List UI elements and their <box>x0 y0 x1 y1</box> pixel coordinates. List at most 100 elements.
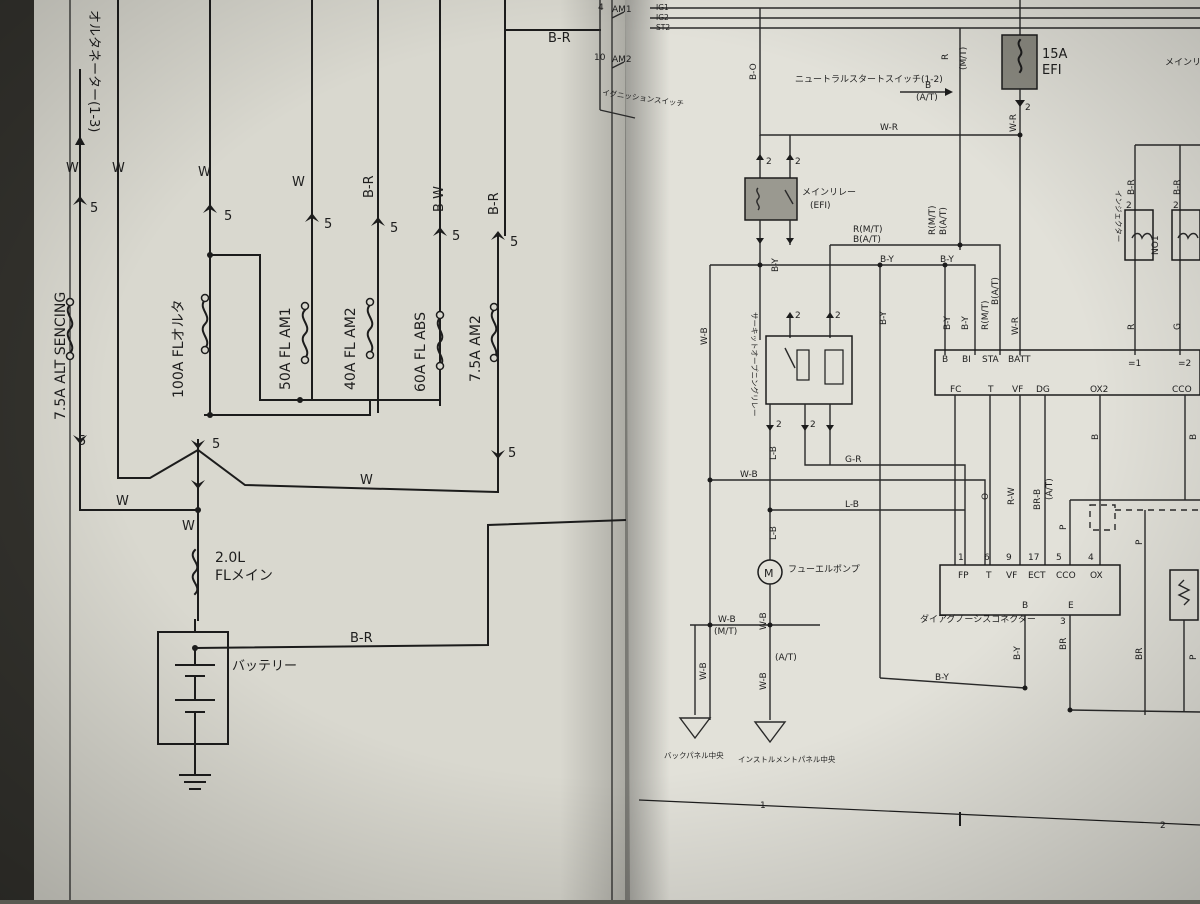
ground-2-label: インストルメントパネル中央 <box>738 754 836 764</box>
pin-number: 5 <box>78 434 86 449</box>
ecu-term-bi: BI <box>962 355 971 365</box>
ecu-term-batt: BATT <box>1008 355 1031 365</box>
junction-dot <box>707 622 713 628</box>
wire-color-rmt: R(M/T) <box>853 225 883 235</box>
diag-lower-b: B <box>1022 601 1028 611</box>
junction-dot <box>192 645 198 651</box>
ecu-term-b: B <box>942 355 948 365</box>
junction-dot <box>297 397 303 403</box>
fuse-terminal <box>300 301 310 311</box>
wire-color-bat: B(A/T) <box>853 235 881 245</box>
pin-number: 2 <box>795 157 801 167</box>
ign-pin: 10 <box>594 53 606 63</box>
wire-color-by: B-Y <box>935 673 949 683</box>
junction-dot <box>207 412 213 418</box>
injector-no1-label: NO1 <box>1151 235 1161 255</box>
wire-color-br: BR <box>1059 638 1069 650</box>
page-number-1: 1 <box>760 801 766 811</box>
ign-term-am1: AM1 <box>612 5 632 15</box>
rail-label-st2: ST2 <box>656 23 670 32</box>
fuse-terminal <box>435 310 445 320</box>
pin-number: 2 <box>795 311 801 321</box>
ecu-side-2: =2 <box>1178 359 1191 369</box>
wire-color-wr: W-R <box>1009 114 1019 132</box>
wire-color-by: B-Y <box>943 316 953 330</box>
junction-dot <box>707 477 713 483</box>
rail-label-ig2: IG2 <box>656 13 669 22</box>
neutral-switch-label: ニュートラルスタートスイッチ(1-2) <box>795 74 943 85</box>
wire-color-br: BR <box>1135 648 1145 660</box>
wire-color-br: B-R <box>487 192 502 215</box>
wire-color-wr: W-R <box>1011 317 1021 335</box>
junction-dot <box>1067 707 1073 713</box>
ecu-term-cco: CCO <box>1172 385 1192 395</box>
wire-color-p: P <box>1059 524 1069 530</box>
fuse-terminal <box>300 355 310 365</box>
wire-color-w: W <box>112 161 125 176</box>
wire-color-w: W <box>292 175 305 190</box>
wire-color-bo: B-O <box>749 63 759 80</box>
junction-dot <box>957 242 963 248</box>
wire-color-b: B <box>925 81 931 91</box>
wire-color-rmt: R(M/T) <box>928 205 938 235</box>
pin-number: 5 <box>452 229 460 244</box>
pin-number: 2 <box>835 311 841 321</box>
junction-dot <box>1017 132 1023 138</box>
wire-color-o: O <box>981 493 991 500</box>
diag-pin: 1 <box>958 553 964 563</box>
fuse-7.5a-am2-label: 7.5A AM2 <box>468 315 484 382</box>
wire-color-wb: W-B <box>718 615 736 625</box>
main-fuse-name: FLメイン <box>215 568 273 584</box>
junction-dot <box>757 262 763 268</box>
ecu-term-dg: DG <box>1036 385 1050 395</box>
junction-dot <box>767 507 773 513</box>
fuse-terminal <box>200 293 210 303</box>
pin-number: 5 <box>212 437 220 452</box>
pin-number: 5 <box>510 235 518 250</box>
wire-color-by: B-Y <box>940 255 954 265</box>
fuse-terminal <box>435 361 445 371</box>
pin-number: 2 <box>766 157 772 167</box>
wire-color-by: B-Y <box>880 255 894 265</box>
efi-fuse-rating: 15A <box>1042 47 1068 62</box>
diag-lower-3: 3 <box>1060 617 1066 627</box>
right-gutter-shadow <box>625 0 670 900</box>
battery-label: バッテリー <box>232 659 297 674</box>
wire-color-gr: G-R <box>845 455 861 465</box>
efi-fuse-name: EFI <box>1042 63 1062 78</box>
wire-color-w: W <box>198 165 211 180</box>
wire-color-rmt: R(M/T) <box>981 300 991 330</box>
diag-pin: 6 <box>984 553 990 563</box>
wire-color-r: R <box>941 54 951 60</box>
pin-number: 2 <box>776 420 782 430</box>
wire-color-p: P <box>1135 539 1145 545</box>
wire-color-bw: B-W <box>432 186 447 212</box>
rail-label-ig1: IG1 <box>656 3 669 12</box>
wire-color-w: W <box>182 519 195 534</box>
fuse-terminal <box>200 345 210 355</box>
wire-color-w: W <box>66 161 79 176</box>
page-number-2: 2 <box>1160 821 1166 831</box>
wire-color-wbn: W-B <box>759 612 769 630</box>
wire-color-br: B-R <box>362 175 377 198</box>
fuse-terminal <box>489 302 499 312</box>
injector-label: インジェクター <box>1114 190 1123 242</box>
wire-color-at: (A/T) <box>916 93 938 103</box>
wire-color-br: B-R <box>548 31 571 46</box>
fuse-60a-label: 60A FL ABS <box>413 312 429 392</box>
injector-relay-label: メインリレー(1-2) <box>1165 58 1200 68</box>
main-relay-box <box>744 177 798 221</box>
wire-color-w: W <box>360 473 373 488</box>
main-relay-sub: (EFI) <box>810 201 831 211</box>
pin-number: 5 <box>390 221 398 236</box>
left-page <box>34 0 640 900</box>
fuse-terminal <box>489 353 499 363</box>
wire-color-wb: W-B <box>699 662 709 680</box>
wire-color-br: B-R <box>1127 179 1137 195</box>
wire-color-at: (A/T) <box>1045 478 1055 500</box>
junction-dot <box>207 252 213 258</box>
wire-color-r: R <box>1127 324 1137 330</box>
wire-color-mt: (M/T) <box>714 627 737 637</box>
pin-number: 5 <box>224 209 232 224</box>
